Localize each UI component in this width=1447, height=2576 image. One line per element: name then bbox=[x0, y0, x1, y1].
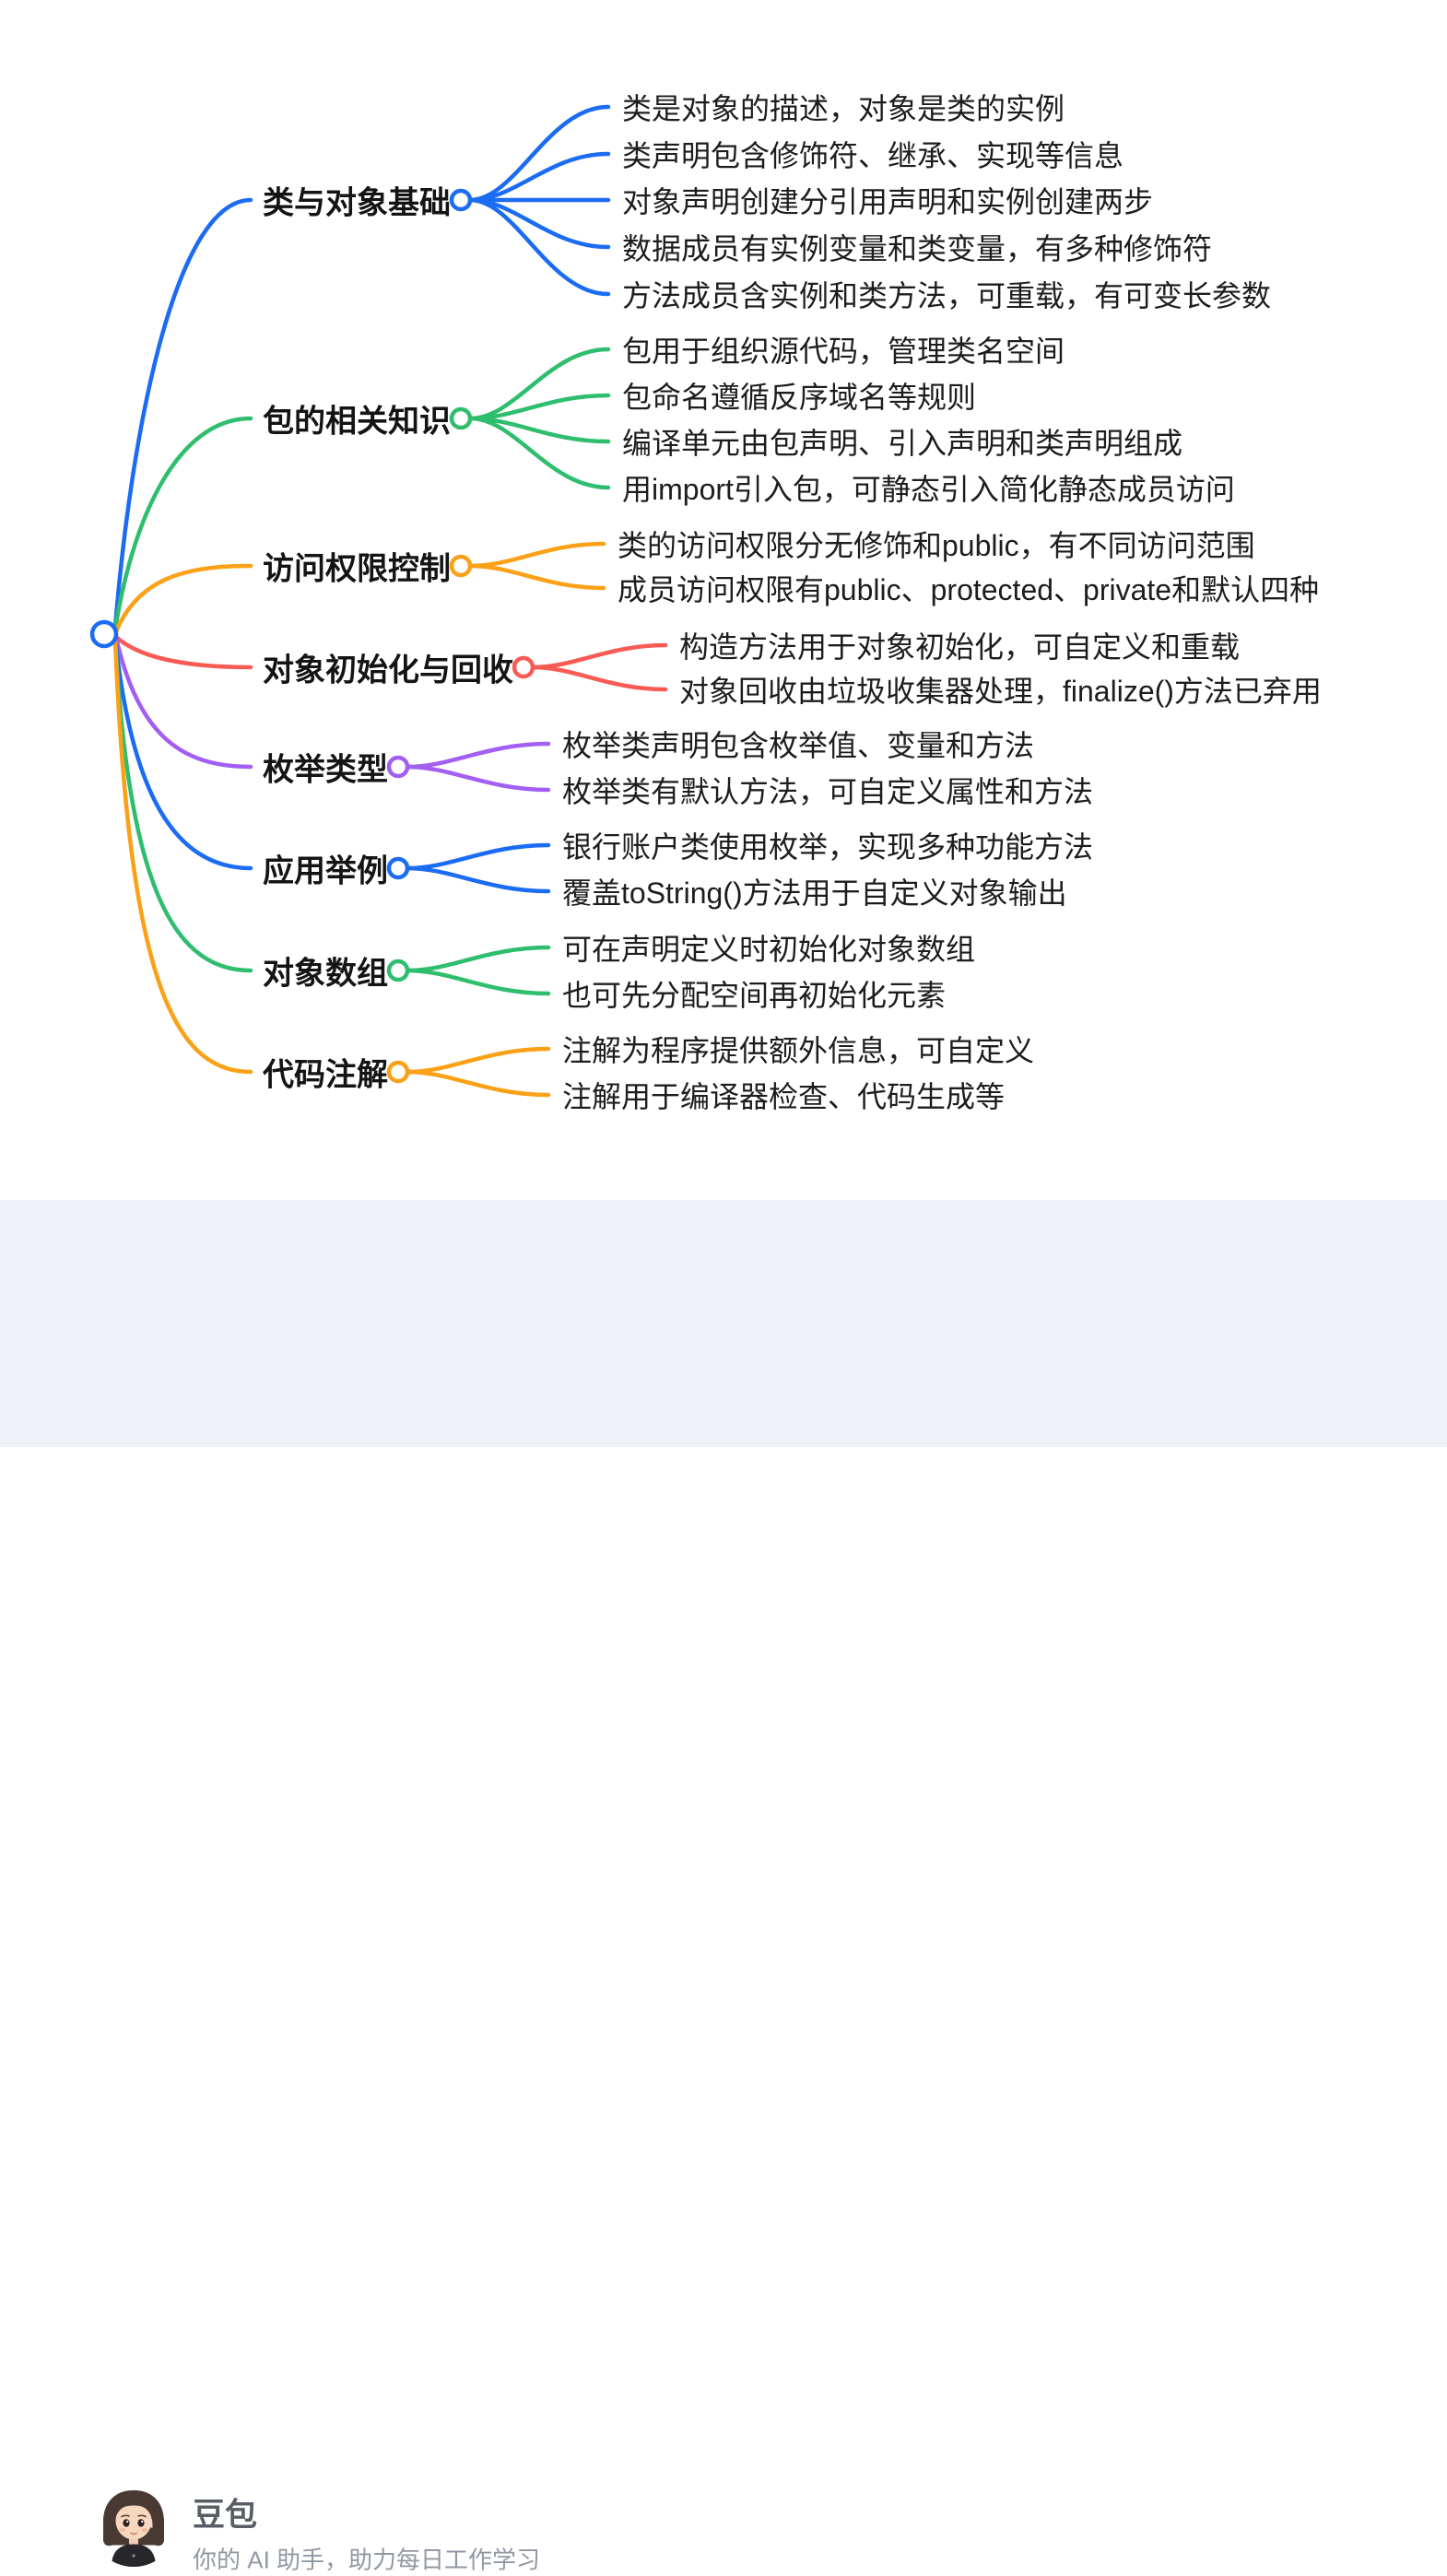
branch-node bbox=[386, 856, 410, 880]
leaf-curve bbox=[405, 945, 551, 973]
mindmap-links bbox=[89, 104, 668, 1098]
avatar-eye-right bbox=[137, 2519, 145, 2527]
leaf-curve bbox=[405, 842, 551, 871]
branch-node bbox=[386, 1060, 410, 1084]
branch-label-init-and-gc: 对象初始化与回收 bbox=[263, 653, 513, 688]
leaf-curve bbox=[467, 393, 611, 421]
leaf-text: 注解用于编译器检查、代码生成等 bbox=[562, 1080, 1006, 1113]
branch-node bbox=[386, 755, 410, 779]
leaf-text: 编译单元由包声明、引入声明和类声明组成 bbox=[622, 427, 1183, 460]
branch-curve bbox=[113, 563, 253, 634]
avatar-blush-left bbox=[119, 2528, 126, 2532]
branch-node bbox=[386, 959, 410, 982]
mindmap-canvas: 类与对象基础 包的相关知识 访问权限控制 对象初始化与回收 枚举类型 应用举例 … bbox=[0, 0, 1447, 1200]
leaf-text: 枚举类声明包含枚举值、变量和方法 bbox=[562, 729, 1035, 762]
leaf-text: 方法成员含实例和类方法，可重载，有可变长参数 bbox=[622, 279, 1272, 312]
leaf-curve bbox=[405, 968, 551, 996]
avatar-blush-right bbox=[141, 2528, 148, 2532]
branch-label-class-object-basics: 类与对象基础 bbox=[263, 185, 451, 221]
branch-label-enum-type: 枚举类型 bbox=[263, 752, 388, 788]
leaf-text: 注解为程序提供额外信息，可自定义 bbox=[562, 1034, 1035, 1067]
footer-brand-bar: 豆包 你的 AI 助手，助力每日工作学习 bbox=[0, 1200, 1447, 2574]
assistant-name: 豆包 bbox=[193, 2497, 258, 2534]
leaf-text: 类的访问权限分无修饰和public，有不同访问范围 bbox=[618, 529, 1255, 562]
avatar-eye-glint-left bbox=[126, 2520, 129, 2523]
branch-label-object-array: 对象数组 bbox=[263, 956, 388, 992]
leaf-curve bbox=[467, 347, 611, 421]
branch-label-access-control: 访问权限控制 bbox=[263, 551, 451, 587]
branch-curve bbox=[112, 637, 253, 973]
avatar-eye-glint-right bbox=[141, 2520, 144, 2523]
root-node bbox=[89, 619, 119, 649]
branch-curve bbox=[112, 636, 253, 871]
branch-node bbox=[449, 188, 473, 212]
leaf-text: 对象回收由垃圾收集器处理，finalize()方法已弃用 bbox=[679, 675, 1322, 708]
branch-curve bbox=[113, 635, 253, 770]
leaf-text: 用import引入包，可静态引入简化静态成员访问 bbox=[622, 473, 1235, 506]
leaf-text: 也可先分配空间再初始化元素 bbox=[562, 979, 947, 1012]
leaf-curve bbox=[467, 104, 611, 203]
assistant-tagline: 你的 AI 助手，助力每日工作学习 bbox=[193, 2546, 541, 2574]
leaf-curve bbox=[405, 1069, 551, 1098]
leaf-text: 构造方法用于对象初始化，可自定义和重载 bbox=[679, 630, 1241, 664]
avatar-eye-left bbox=[123, 2519, 130, 2527]
branch-curve bbox=[112, 197, 253, 630]
leaf-text: 银行账户类使用枚举，实现多种功能方法 bbox=[562, 830, 1094, 864]
leaf-text: 类是对象的描述，对象是类的实例 bbox=[622, 92, 1065, 125]
leaf-text: 覆盖toString()方法用于自定义对象输出 bbox=[562, 876, 1067, 910]
doubao-avatar bbox=[89, 2478, 178, 2567]
leaf-text: 枚举类有默认方法，可自定义属性和方法 bbox=[562, 775, 1094, 808]
branch-label-application-example: 应用举例 bbox=[263, 853, 388, 889]
leaf-text: 类声明包含修饰符、继承、实现等信息 bbox=[622, 139, 1124, 172]
leaf-text: 包用于组织源代码，管理类名空间 bbox=[622, 335, 1065, 368]
leaf-curve bbox=[467, 563, 606, 591]
leaf-curve bbox=[405, 865, 551, 894]
leaf-curve bbox=[467, 197, 611, 297]
leaf-curve bbox=[530, 665, 668, 692]
leaf-curve bbox=[467, 416, 611, 490]
leaf-text: 成员访问权限有public、protected、private和默认四种 bbox=[618, 573, 1320, 606]
leaf-curve bbox=[405, 1046, 551, 1075]
branch-label-package-knowledge: 包的相关知识 bbox=[263, 404, 451, 440]
branch-curve bbox=[112, 638, 253, 1075]
leaf-curve bbox=[530, 642, 668, 670]
avatar-sweater-button bbox=[132, 2554, 135, 2558]
branch-curve bbox=[113, 634, 253, 670]
leaf-text: 数据成员有实例变量和类变量，有多种修饰符 bbox=[622, 232, 1213, 265]
leaf-text: 包命名遵循反序域名等规则 bbox=[622, 381, 977, 414]
branch-node bbox=[449, 554, 473, 578]
branch-curve bbox=[112, 416, 253, 632]
leaf-text: 可在声明定义时初始化对象数组 bbox=[562, 933, 976, 966]
leaf-curve bbox=[405, 741, 551, 770]
branch-label-code-annotation: 代码注解 bbox=[263, 1057, 388, 1093]
leaf-text: 对象声明创建分引用声明和实例创建两步 bbox=[622, 185, 1154, 218]
branch-node bbox=[512, 655, 535, 679]
branch-node bbox=[449, 406, 473, 430]
leaf-curve bbox=[405, 764, 551, 793]
leaf-curve bbox=[467, 541, 606, 569]
